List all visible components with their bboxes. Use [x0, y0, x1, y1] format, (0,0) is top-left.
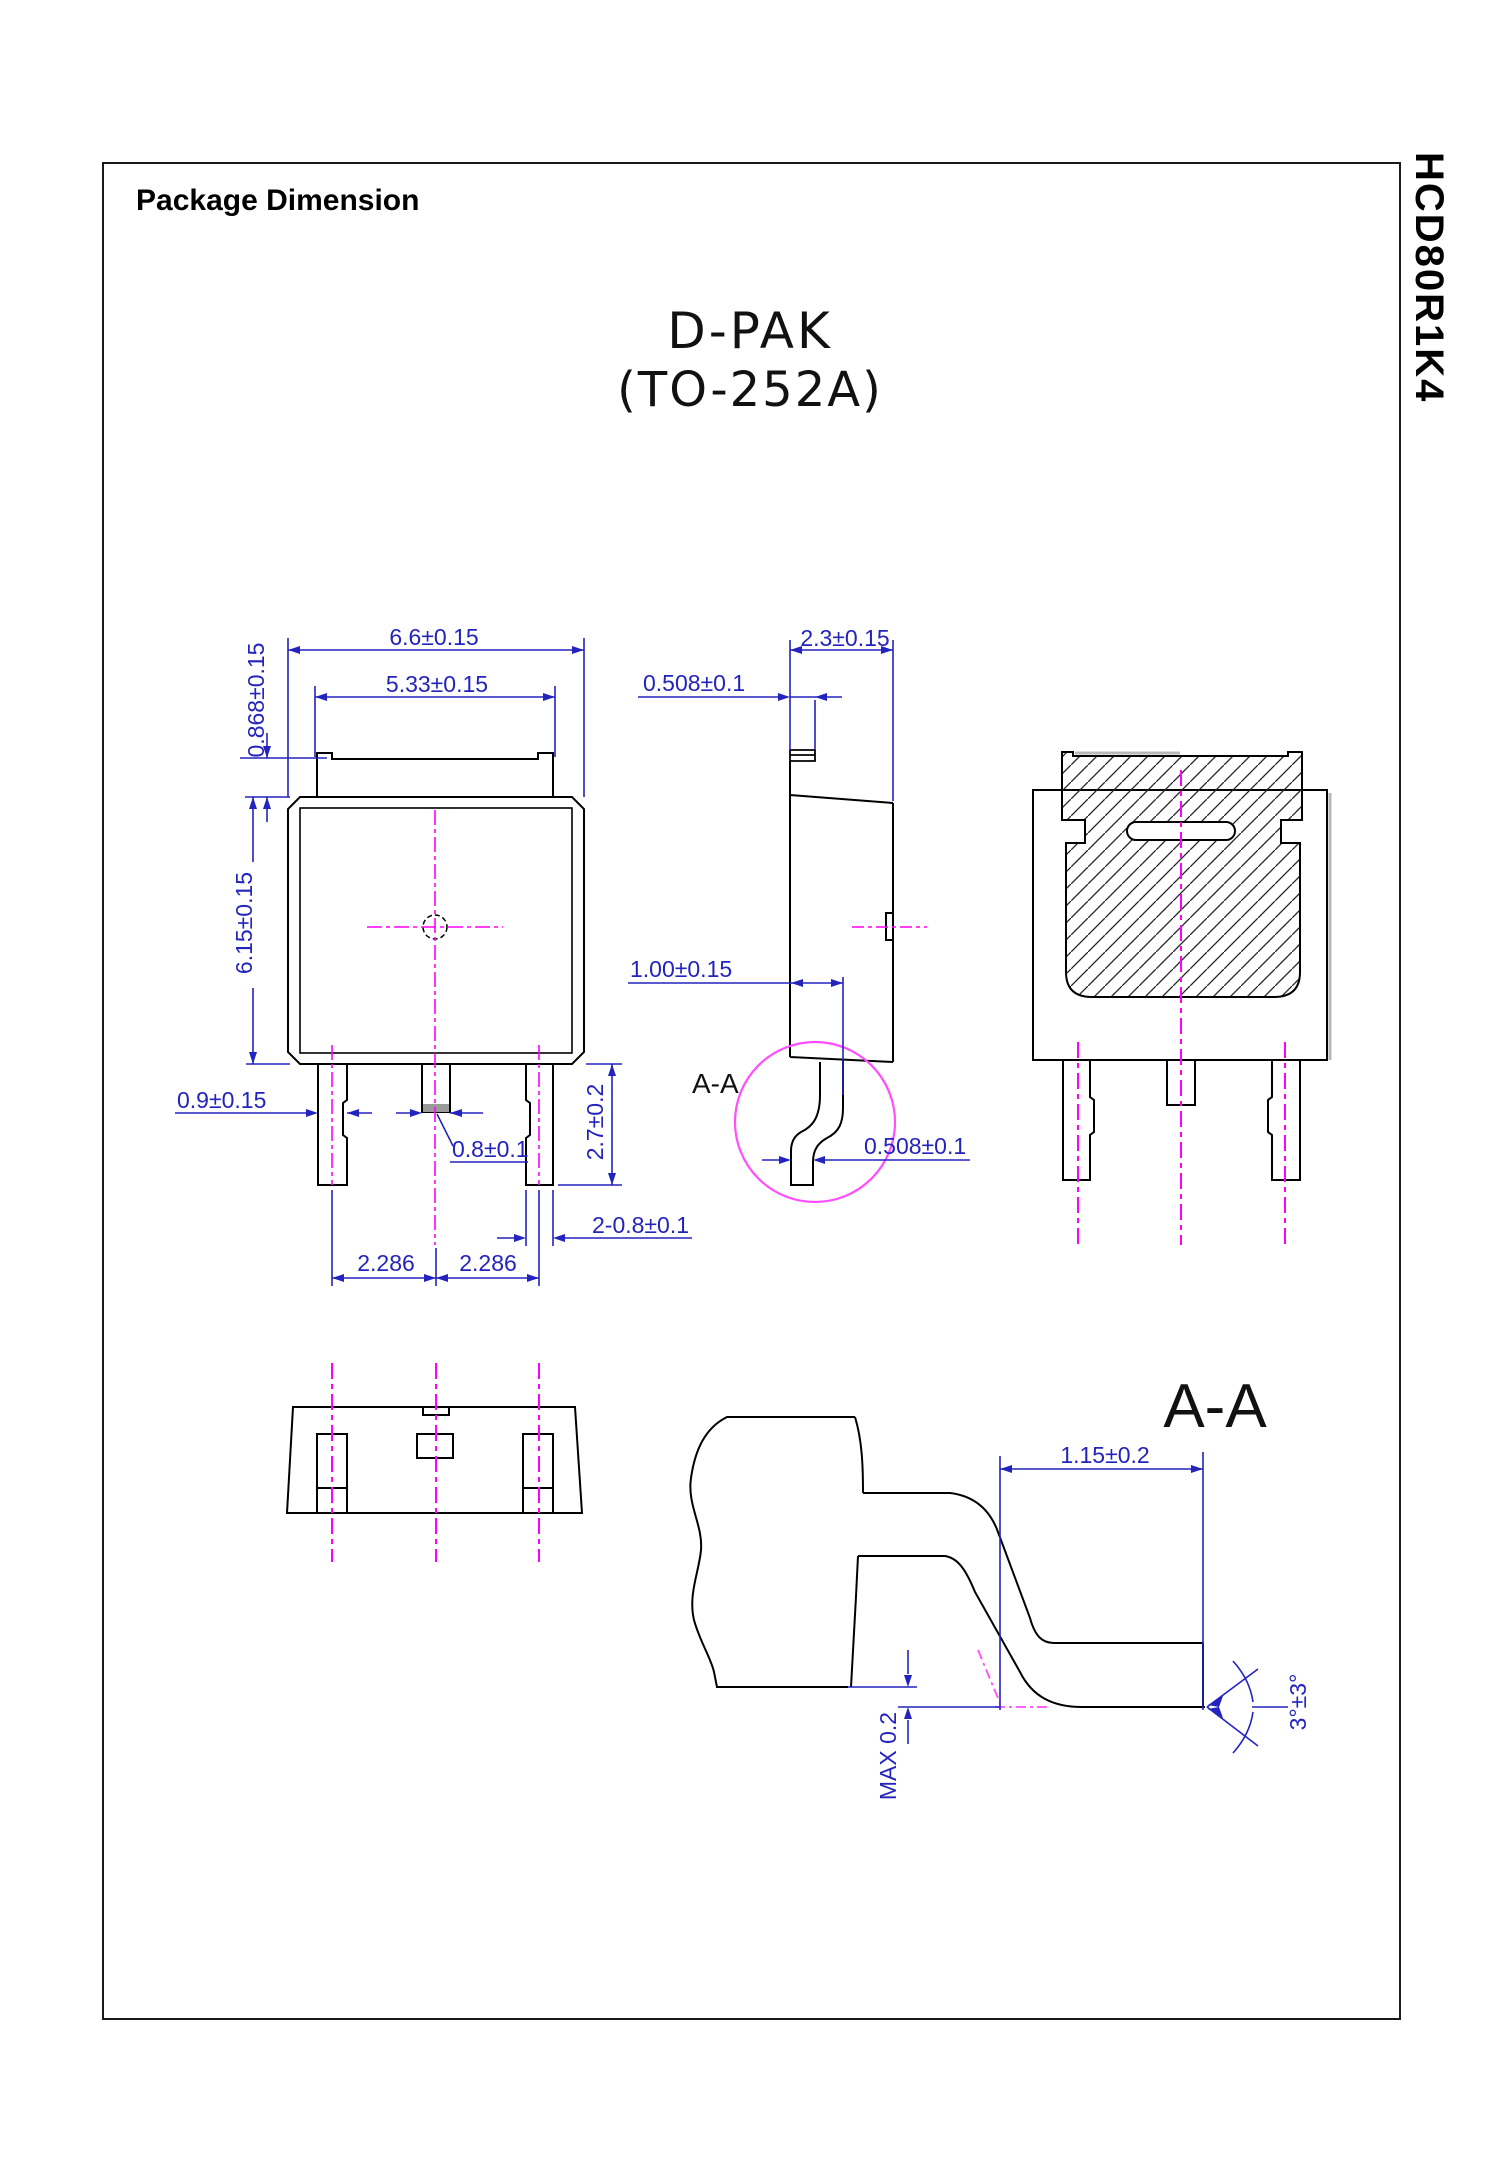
dim-lead-length: 2.7±0.2: [582, 1084, 608, 1161]
side-tab: [789, 749, 816, 762]
section-mold-body: [689, 1416, 864, 1688]
bottom-view: [285, 1363, 584, 1562]
section-cut-label: A-A: [692, 1068, 739, 1099]
dim-tab-thickness: 0.508±0.1: [643, 670, 745, 696]
front-center-lead-cut: [423, 1104, 449, 1112]
dim-center-lead-width: 0.8±0.1: [452, 1136, 529, 1162]
front-view: 6.6±0.15 5.33±0.15 0.868±0.15 6.15±0.15 …: [175, 624, 692, 1286]
side-view: 2.3±0.15 0.508±0.1 1.00±0.15 A-A 0.508±0…: [628, 625, 970, 1204]
part-number: HCD80R1K4: [1407, 152, 1451, 404]
front-dimension-arrows: [249, 646, 616, 1282]
package-code: (TO-252A): [617, 362, 883, 418]
side-dimension-arrows: [778, 646, 893, 1164]
section-tangent-centerline: [977, 1649, 1050, 1708]
package-name: D-PAK: [667, 302, 833, 360]
section-cut-circle: [733, 1040, 897, 1204]
page-title: Package Dimension: [136, 184, 420, 217]
side-body-outline: [789, 761, 894, 1063]
back-centerlines: [1077, 770, 1286, 1245]
front-body-outer: [287, 796, 585, 1065]
dim-pitch-right: 2.286: [459, 1250, 517, 1276]
dim-outer-lead-note: 2-0.8±0.1: [592, 1212, 689, 1238]
dim-standoff: MAX 0.2: [875, 1712, 901, 1800]
side-dimension-lines: [628, 640, 970, 1161]
front-dimension-lines: [175, 638, 692, 1286]
front-tab-outline: [316, 752, 554, 797]
section-lead-profile: [858, 1492, 1205, 1708]
front-centerlines: [331, 810, 540, 1245]
dim-foot-length: 1.15±0.2: [1060, 1442, 1149, 1468]
dim-outer-lead-width: 0.9±0.15: [177, 1087, 266, 1113]
dim-tab-step-height: 0.868±0.15: [243, 643, 269, 758]
section-view: A-A 1.15±0.2 MAX 0.2 3°±3°: [689, 1372, 1311, 1800]
back-tab-shadow: [1075, 751, 1332, 1060]
bottom-centerlines: [331, 1363, 540, 1562]
dim-body-height: 6.15±0.15: [231, 872, 257, 974]
section-title: A-A: [1163, 1372, 1267, 1441]
side-lead-bend: [790, 1060, 844, 1186]
dim-lead-setback: 1.00±0.15: [630, 956, 732, 982]
section-dimension-lines: [848, 1452, 1288, 1754]
dim-body-thickness: 2.3±0.15: [800, 625, 889, 651]
section-dimension-arrows: [904, 1465, 1223, 1719]
page-border: [102, 162, 1401, 2020]
dim-tab-width: 5.33±0.15: [386, 671, 488, 697]
front-body-inner: [299, 807, 573, 1054]
dim-foot-angle: 3°±3°: [1285, 1674, 1311, 1731]
dim-lead-thickness: 0.508±0.1: [864, 1133, 966, 1159]
dim-pitch-left: 2.286: [357, 1250, 415, 1276]
dim-body-width: 6.6±0.15: [389, 624, 478, 650]
back-view: [1032, 751, 1332, 1245]
